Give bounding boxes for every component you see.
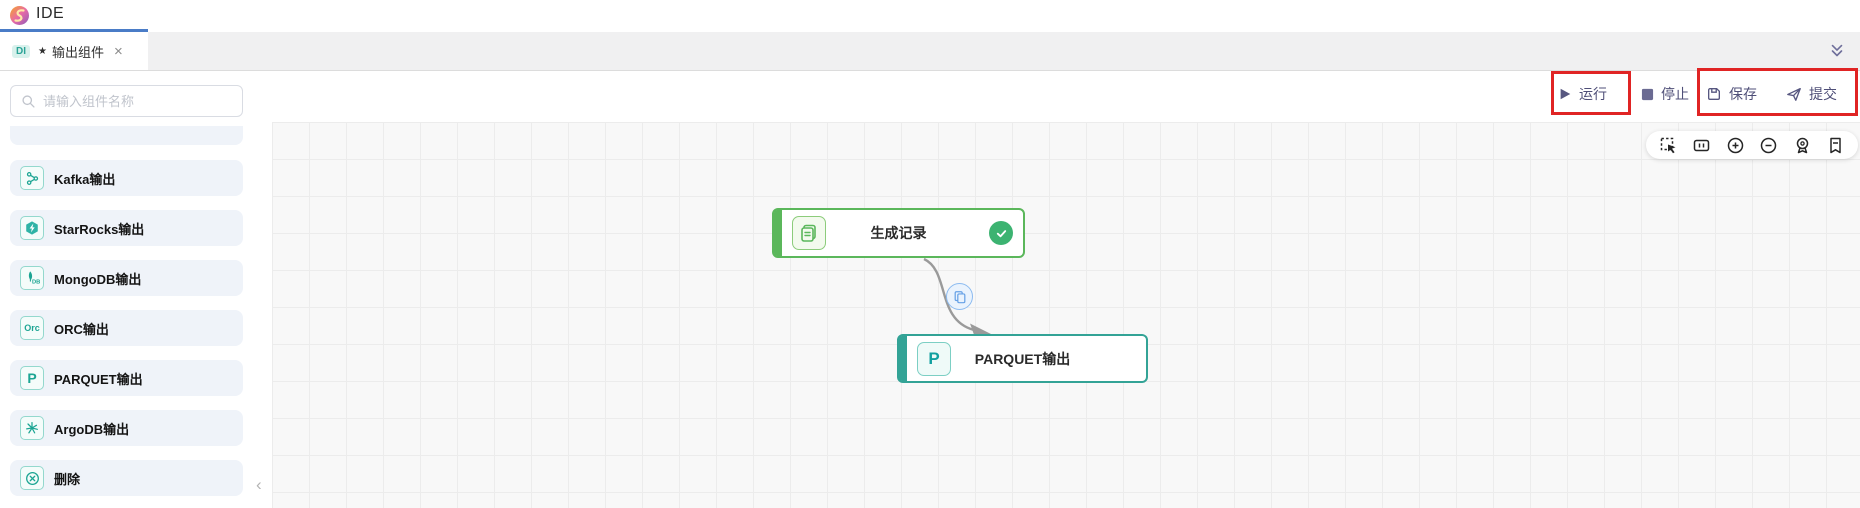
sidebar-item-parquet-output[interactable]: P PARQUET输出	[10, 360, 243, 396]
node-generate-records[interactable]: 生成记录	[772, 208, 1025, 258]
parquet-node-icon-text: P	[928, 348, 940, 368]
sidebar-item-label: ArgoDB输出	[54, 421, 130, 437]
sidebar-item-label: Kafka输出	[54, 171, 116, 187]
flow-canvas[interactable]	[272, 122, 1860, 508]
save-label: 保存	[1729, 86, 1757, 102]
zoom-in-icon	[1727, 137, 1744, 153]
bookmark-button[interactable]	[1825, 134, 1847, 156]
generate-records-icon	[792, 216, 826, 250]
check-icon	[996, 229, 1006, 237]
sidebar-item-partial[interactable]	[10, 126, 243, 145]
marquee-select-icon	[1660, 137, 1676, 153]
component-search[interactable]	[10, 85, 243, 117]
success-status-badge	[989, 221, 1013, 245]
sidebar-item-mongodb-output[interactable]: DB MongoDB输出	[10, 260, 243, 296]
tab-modified-indicator: ★	[38, 45, 47, 57]
mongodb-icon-text: DB	[32, 279, 40, 285]
save-button[interactable]: 保存	[1706, 77, 1757, 111]
sidebar-item-label: 删除	[54, 471, 81, 487]
edge-copy-badge[interactable]	[946, 283, 973, 310]
sidebar-item-label: MongoDB输出	[54, 271, 142, 287]
sidebar-item-argodb-output[interactable]: ArgoDB输出	[10, 410, 243, 446]
bookmark-icon	[1830, 137, 1841, 153]
submit-label: 提交	[1809, 86, 1837, 102]
orc-icon-text: Orc	[24, 323, 40, 333]
parquet-icon-text: P	[27, 370, 37, 386]
component-sidebar: Kafka输出 StarRocks输出 DB MongoDB输出 Orc ORC…	[0, 71, 272, 508]
delete-icon	[20, 466, 44, 490]
sidebar-collapse-handle[interactable]: ‹	[256, 475, 262, 494]
zoom-in-button[interactable]	[1724, 134, 1746, 156]
run-button[interactable]: 运行	[1558, 77, 1607, 111]
minimap-icon	[1694, 139, 1710, 151]
app-logo-icon	[10, 6, 29, 25]
select-tool-button[interactable]	[1657, 134, 1679, 156]
tab-bar	[0, 32, 1860, 71]
stop-label: 停止	[1661, 86, 1689, 102]
canvas-toolbar-strip	[272, 71, 1860, 122]
tab-di-badge: DI	[12, 44, 30, 58]
node-accent-bar	[899, 336, 907, 381]
sidebar-item-orc-output[interactable]: Orc ORC输出	[10, 310, 243, 346]
kafka-icon	[20, 166, 44, 190]
app-header: IDE	[0, 0, 1860, 31]
double-chevron-down-icon	[1831, 44, 1843, 57]
tab-output-component[interactable]: DI ★ 输出组件 ×	[0, 32, 148, 70]
parquet-icon: P	[20, 366, 44, 390]
stop-button[interactable]: 停止	[1641, 77, 1689, 111]
search-icon	[22, 94, 35, 108]
fit-view-button[interactable]	[1791, 134, 1813, 156]
tab-close-icon[interactable]: ×	[113, 42, 123, 60]
sidebar-item-kafka-output[interactable]: Kafka输出	[10, 160, 243, 196]
argodb-icon	[20, 416, 44, 440]
run-label: 运行	[1579, 86, 1607, 102]
sidebar-item-label: ORC输出	[54, 321, 109, 337]
search-input[interactable]	[43, 93, 232, 109]
active-tab-indicator	[0, 29, 148, 32]
starrocks-icon	[20, 216, 44, 240]
minimap-button[interactable]	[1691, 134, 1713, 156]
copy-documents-icon	[954, 290, 965, 303]
tab-label: 输出组件	[51, 44, 104, 60]
node-parquet-output[interactable]: P PARQUET输出	[897, 334, 1148, 383]
zoom-out-icon	[1760, 137, 1777, 153]
save-icon	[1708, 88, 1720, 100]
sidebar-item-label: StarRocks输出	[54, 221, 145, 237]
node-accent-bar	[774, 210, 782, 256]
submit-paper-plane-icon	[1787, 88, 1801, 101]
sidebar-item-delete[interactable]: 删除	[10, 460, 243, 496]
orc-icon: Orc	[20, 316, 44, 340]
tab-overflow-button[interactable]	[1822, 38, 1852, 64]
zoom-out-button[interactable]	[1758, 134, 1780, 156]
submit-button[interactable]: 提交	[1786, 77, 1837, 111]
play-icon	[1560, 88, 1571, 100]
sidebar-item-starrocks-output[interactable]: StarRocks输出	[10, 210, 243, 246]
fit-view-medal-icon	[1796, 137, 1808, 153]
sidebar-item-label: PARQUET输出	[54, 371, 143, 387]
parquet-node-icon: P	[917, 341, 951, 376]
mongodb-icon: DB	[20, 266, 44, 290]
app-title: IDE	[36, 5, 65, 22]
canvas-controls	[1646, 131, 1858, 159]
stop-icon	[1641, 88, 1654, 100]
